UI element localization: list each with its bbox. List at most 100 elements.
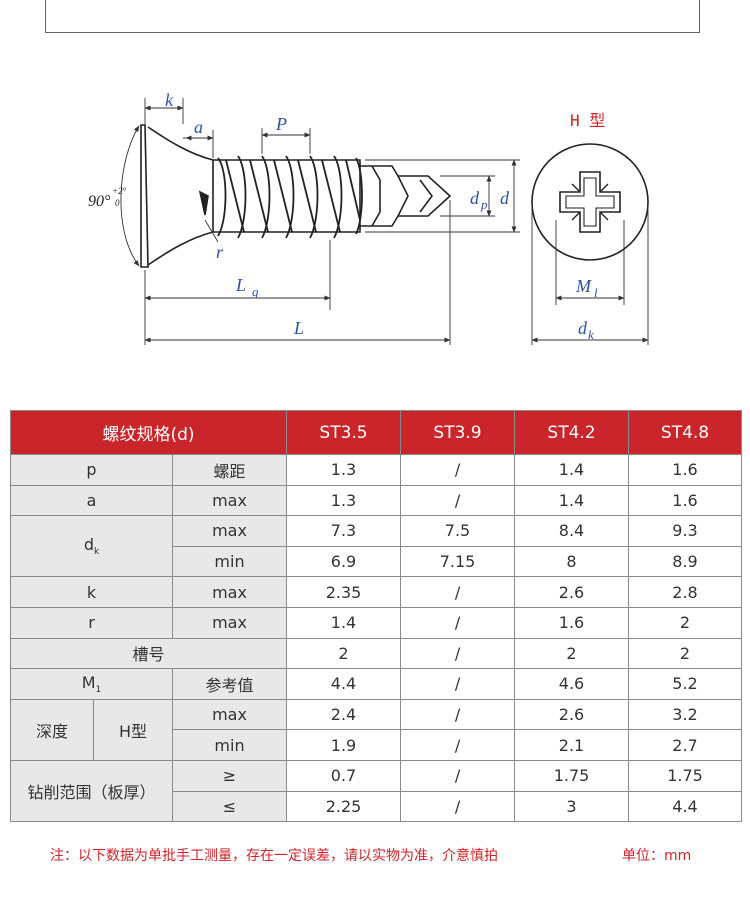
cell-value: 1.4 [514, 454, 630, 486]
cell-value: 1.75 [514, 759, 630, 792]
cell-value: 3 [514, 790, 630, 823]
label-dk: d [578, 318, 588, 338]
label-Lg-sub: g [252, 284, 259, 299]
table-row: a max 1.3 / 1.4 1.6 [10, 484, 743, 517]
cell-value: 2.1 [514, 729, 630, 761]
row-sub: max [171, 698, 288, 731]
cell-value: 1.4 [286, 606, 402, 639]
table-header-row: 螺纹规格(d) ST3.5 ST3.9 ST4.2 ST4.8 [9, 410, 743, 455]
cell-value: 1.3 [286, 484, 402, 517]
table-row: k max 2.35 / 2.6 2.8 [10, 576, 743, 608]
head-type-label: H 型 [570, 111, 605, 130]
table-row: 槽号 2 / 2 2 [9, 637, 743, 670]
table-row: M1 参考值 4.4 / 4.6 5.2 [10, 668, 743, 700]
row-name: 钻削范围（板厚） [10, 759, 173, 823]
row-name-text: M [81, 672, 96, 692]
side-dimensions [120, 98, 520, 345]
cell-value: / [400, 454, 516, 486]
label-d: d [500, 188, 510, 208]
cell-value: 6.9 [286, 545, 402, 578]
cell-value: 5.2 [628, 668, 743, 700]
cell-value: 2 [514, 637, 630, 670]
spec-table: 螺纹规格(d) ST3.5 ST3.9 ST4.2 ST4.8 p 螺距 1.3… [9, 410, 743, 823]
screw-drawing: k a P r L g L d p d 90° +2° 0 H 型 M l d … [88, 90, 649, 345]
side-labels: k a P r L g L d p d [165, 90, 510, 338]
cell-value: 2.35 [286, 576, 402, 608]
header-size: ST4.2 [514, 410, 630, 455]
cell-value: 2.7 [628, 729, 743, 761]
table-row: min 6.9 7.15 8 8.9 [11, 545, 743, 578]
table-row: 钻削范围（板厚） ≥ 0.7 / 1.75 1.75 [10, 759, 743, 823]
label-Lg: L [235, 275, 246, 295]
row-sub: max [171, 606, 288, 639]
cell-value: 8.4 [514, 515, 630, 547]
label-M1-sub: l [594, 285, 598, 300]
row-sub: ≤ [171, 790, 288, 823]
label-dp-sub: p [480, 197, 488, 212]
cell-value: 4.4 [286, 668, 402, 700]
cell-value: 2 [286, 637, 402, 670]
cell-value: 1.9 [286, 729, 402, 761]
row-sub: ≥ [171, 759, 288, 792]
label-M1: M [575, 276, 592, 296]
cell-value: 2.4 [286, 698, 402, 731]
row-name: p [10, 454, 173, 486]
label-dk-sub: k [588, 327, 594, 342]
row-sub: min [171, 729, 288, 761]
row-name: 槽号 [9, 637, 288, 670]
label-P: P [275, 114, 287, 134]
label-L: L [293, 318, 304, 338]
row-sub: 螺距 [171, 454, 288, 486]
row-sub: max [171, 515, 288, 547]
top-labels: M l d k [575, 276, 598, 342]
cell-value: 2.6 [514, 576, 630, 608]
cell-value: / [400, 576, 516, 608]
cell-value: 2 [628, 606, 743, 639]
cell-value: / [400, 606, 516, 639]
footer-note: 注：以下数据为单批手工测量，存在一定误差，请以实物为准，介意慎拍 [50, 848, 498, 864]
table-row: min 1.9 / 2.1 2.7 [11, 729, 743, 761]
angle-label: 90° +2° 0 [88, 186, 127, 210]
cell-value: 1.6 [514, 606, 630, 639]
row-name-subscript: 1 [95, 684, 102, 695]
table-row: p 螺距 1.3 / 1.4 1.6 [10, 454, 743, 486]
cell-value: 3.2 [628, 698, 743, 731]
cell-value: 1.3 [286, 454, 402, 486]
row-name-text: d [83, 535, 94, 555]
label-k: k [165, 90, 174, 110]
table-row: 深度 H型 max 2.4 / 2.6 3.2 [10, 698, 743, 761]
cell-value: 7.15 [400, 545, 516, 578]
row-sub: min [171, 545, 288, 578]
row-name: a [10, 484, 173, 517]
table-row: ≤ 2.25 / 3 4.4 [11, 790, 743, 823]
cell-value: 4.4 [628, 790, 743, 823]
cell-value: 8.9 [628, 545, 743, 578]
cell-value: / [400, 759, 516, 792]
label-a: a [194, 117, 203, 137]
row-name-subscript: k [93, 547, 100, 558]
cell-value: 1.6 [628, 484, 743, 517]
cell-value: 1.6 [628, 454, 743, 486]
screw-head-top-view [531, 143, 649, 261]
cell-value: / [400, 698, 516, 731]
cell-value: 2 [628, 637, 743, 670]
label-r: r [216, 242, 224, 262]
cell-value: / [400, 790, 516, 823]
header-size: ST4.8 [628, 410, 743, 455]
row-name: 深度 [10, 698, 94, 761]
top-frame [45, 0, 700, 33]
header-size: ST3.5 [286, 410, 402, 455]
angle-value: 90° [88, 193, 111, 210]
cell-value: 2.25 [286, 790, 402, 823]
cell-value: 2.6 [514, 698, 630, 731]
cell-value: 7.5 [400, 515, 516, 547]
table-row: r max 1.4 / 1.6 2 [10, 606, 743, 639]
table-row: dk max 7.3 7.5 8.4 9.3 [10, 515, 743, 578]
label-dp: d [470, 188, 480, 208]
row-sub: 参考值 [171, 668, 288, 700]
header-spec: 螺纹规格(d) [9, 410, 288, 455]
cell-value: 4.6 [514, 668, 630, 700]
cell-value: 8 [514, 545, 630, 578]
cell-value: 1.75 [628, 759, 743, 792]
row-mid: H型 [93, 698, 173, 761]
